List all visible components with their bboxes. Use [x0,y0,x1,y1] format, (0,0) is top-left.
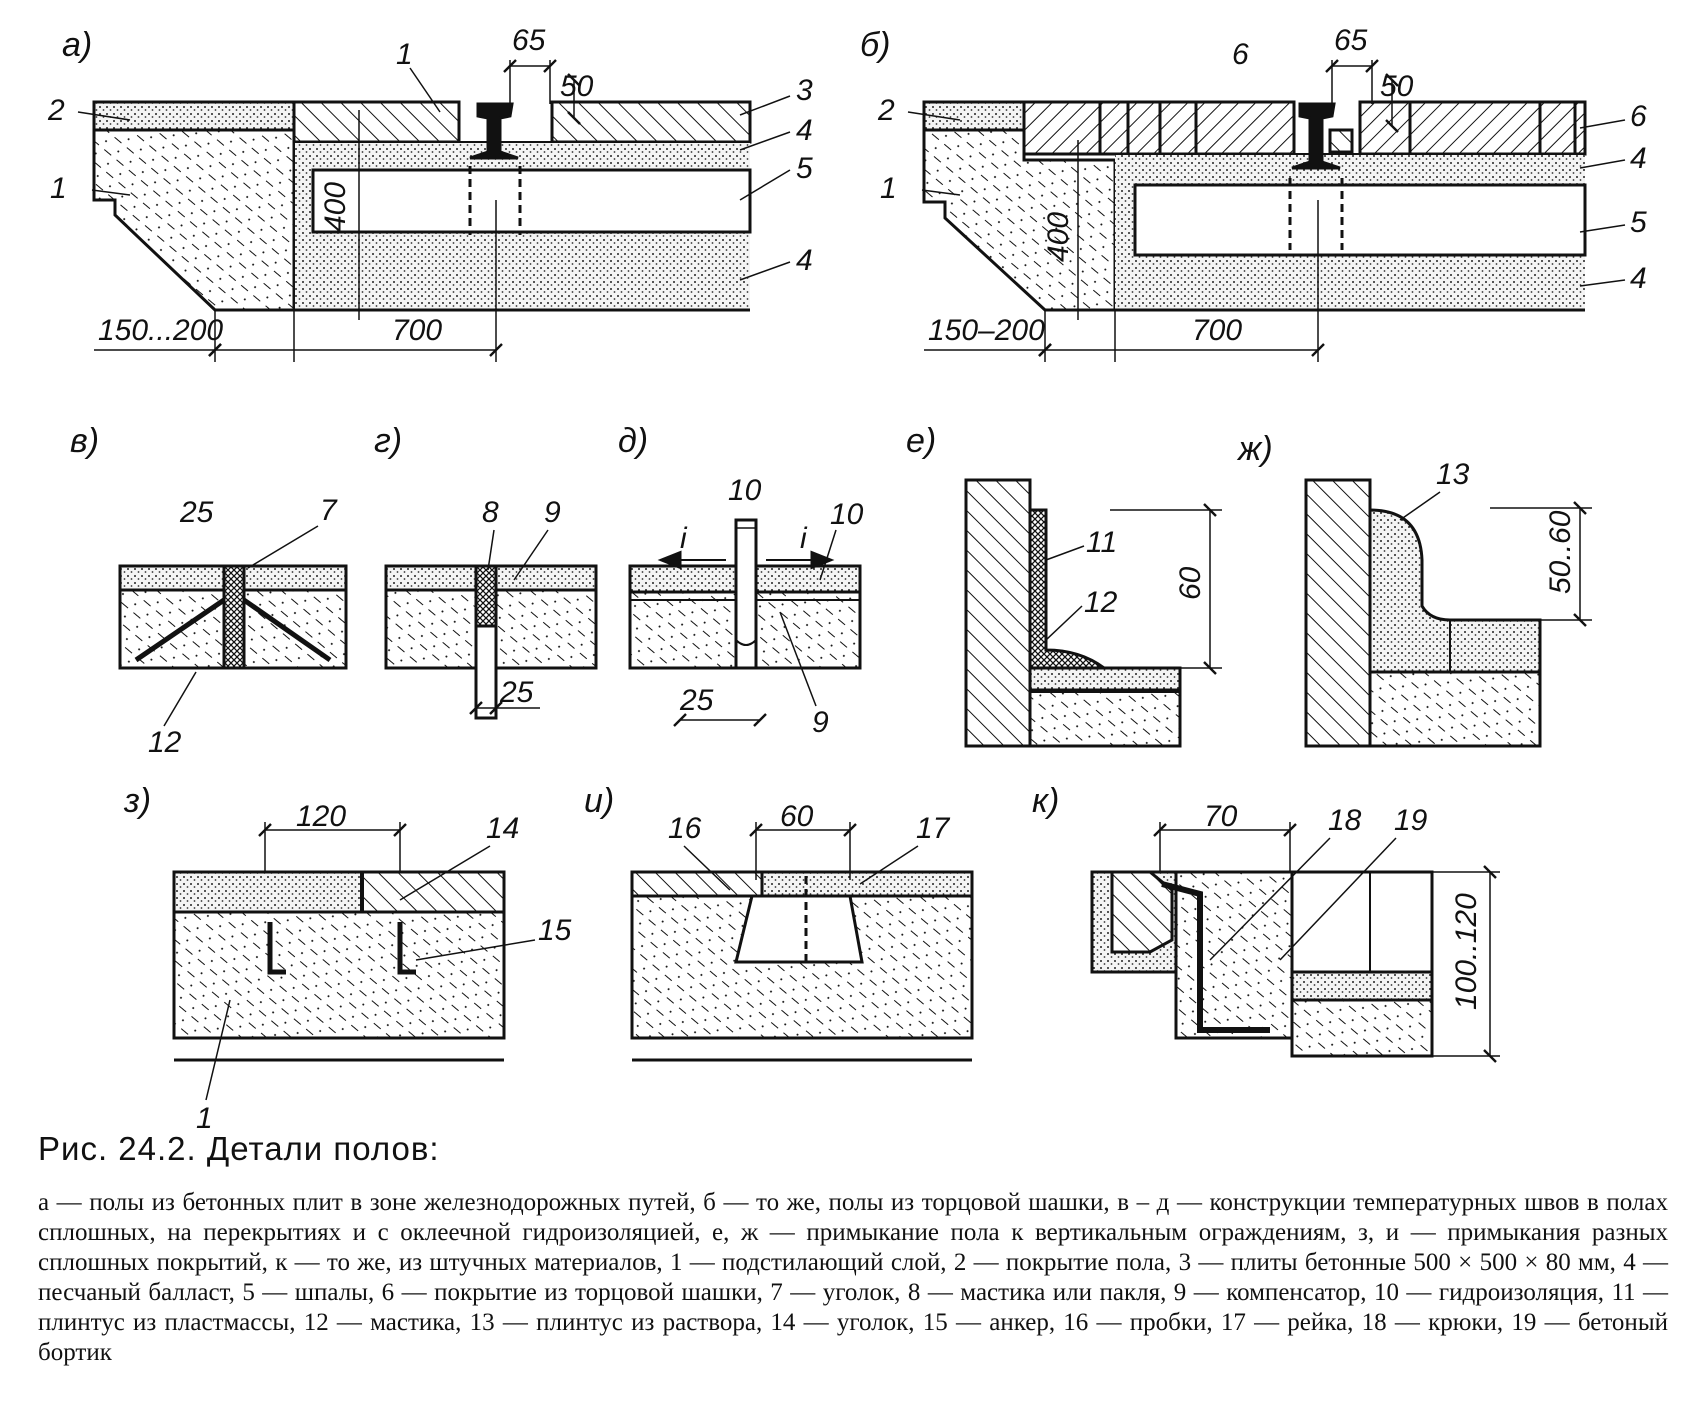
b-dim-700: 700 [1192,314,1242,347]
panel-e-drawing [964,478,1222,748]
caption-title: Рис. 24.2. Детали полов: [38,1130,440,1167]
panel-i-label: и) [584,782,614,820]
panel-d-label: д) [618,422,648,460]
panel-g-label: г) [374,422,402,460]
panel-i-drawing [630,822,974,1062]
b-callout-4: 4 [1630,142,1647,175]
i-callout-16: 16 [668,812,702,845]
panel-zh-label: ж) [1236,430,1273,468]
panel-d-drawing [628,518,862,727]
z-callout-14: 14 [486,812,519,845]
z-callout-15: 15 [538,914,572,947]
k-dim-70: 70 [1204,800,1238,833]
d-callout-10: 10 [830,498,864,531]
panel-k-label: к) [1032,782,1059,820]
a-dim-400: 400 [319,182,352,232]
panel-zh-drawing [1304,478,1592,748]
g-callout-8: 8 [482,496,499,529]
v-callout-12: 12 [148,726,182,759]
z-dim-120: 120 [296,800,346,833]
a-dim-700: 700 [392,314,442,347]
v-dim-25: 25 [179,496,214,529]
zh-callout-13: 13 [1436,458,1470,491]
a-callout-4b: 4 [796,244,813,277]
panel-a-drawing [77,59,791,362]
a-callout-4: 4 [796,114,813,147]
d-dim-25: 25 [679,684,714,717]
b-callout-5: 5 [1630,206,1647,239]
floor-details-drawing: а) б) в) г) д) е) ж) з) и) к) 1 2 1 3 4 … [47,24,1647,1130]
b-dim-50: 50 [1380,70,1414,103]
a-dim-150-200: 150...200 [98,314,223,347]
panel-v-drawing [118,564,348,670]
k-callout-19: 19 [1394,804,1428,837]
a-callout-1b: 1 [50,172,67,205]
k-callout-18: 18 [1328,804,1362,837]
zh-dim-50-60: 50..60 [1544,510,1577,594]
panel-g-drawing [384,564,598,720]
panel-z-label: з) [123,782,151,820]
panel-b-drawing [907,59,1626,362]
a-callout-3: 3 [796,74,813,107]
a-callout-5: 5 [796,152,813,185]
d-callout-9: 9 [812,706,829,739]
b-callout-1: 1 [880,172,897,205]
b-callout-6: 6 [1232,38,1249,71]
z-callout-1: 1 [196,1102,213,1130]
a-callout-1: 1 [396,38,413,71]
g-dim-25: 25 [499,676,534,709]
a-dim-65: 65 [512,24,546,57]
k-dim-100-120: 100..120 [1450,893,1483,1010]
panel-v-label: в) [70,422,99,460]
v-callout-7: 7 [320,494,338,527]
d-dim-10: 10 [728,474,762,507]
b-callout-4b: 4 [1630,262,1647,295]
panel-a-label: а) [62,26,92,64]
b-callout-2: 2 [877,94,895,127]
e-callout-12: 12 [1084,586,1118,619]
a-callout-2: 2 [47,94,65,127]
e-callout-11: 11 [1086,526,1117,559]
panel-b-label: б) [860,26,890,64]
b-dim-400: 400 [1042,212,1075,262]
i-callout-17: 17 [916,812,951,845]
panel-e-label: е) [906,422,936,460]
panel-k-drawing [1090,822,1500,1063]
caption-text: а — полы из бетонных плит в зоне железно… [38,1189,1668,1366]
b-dim-65: 65 [1334,24,1368,57]
panel-z-drawing [172,822,536,1101]
d-slope-right: i [800,522,808,555]
i-dim-60: 60 [780,800,814,833]
b-callout-6b: 6 [1630,100,1647,133]
g-callout-9: 9 [544,496,561,529]
d-slope-left: i [680,522,688,555]
b-dim-150-200: 150–200 [928,314,1045,347]
e-dim-60: 60 [1174,566,1207,600]
a-dim-50: 50 [560,70,594,103]
